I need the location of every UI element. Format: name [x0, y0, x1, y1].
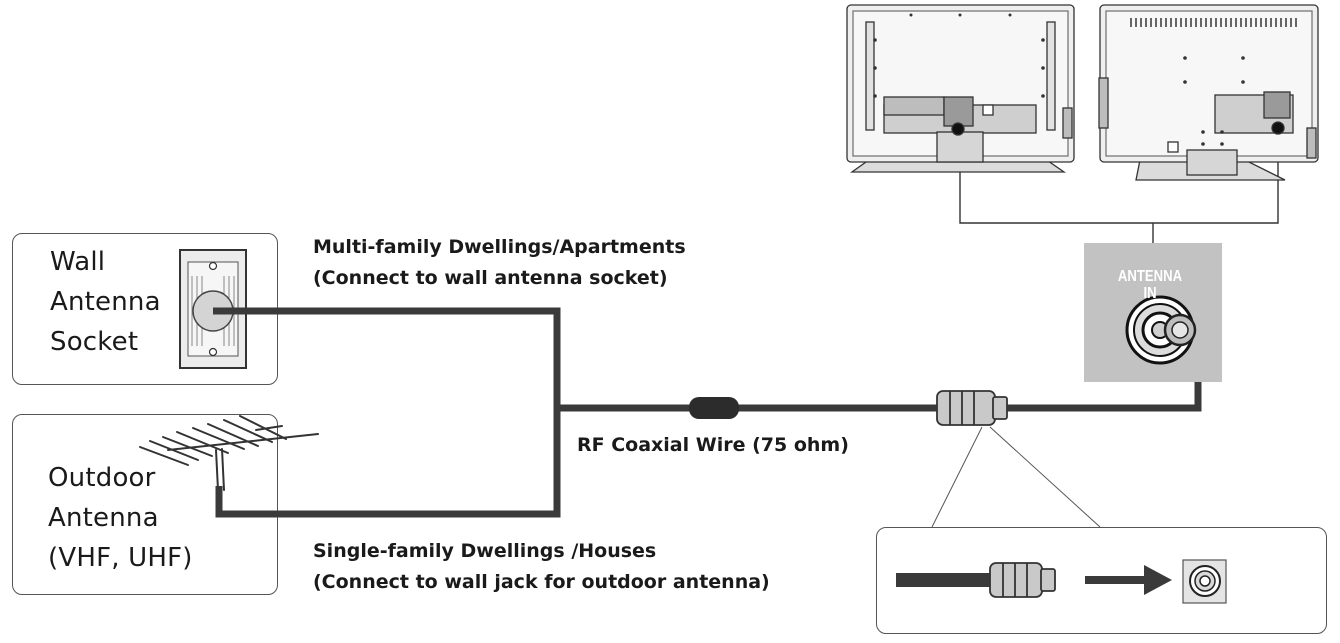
jack-plug-icon — [1163, 313, 1197, 347]
antenna-in-label: ANTENNA IN — [1109, 268, 1191, 302]
cable-caption-text: RF Coaxial Wire (75 ohm) — [577, 434, 849, 456]
apartments-caption-line2: (Connect to wall antenna socket) — [313, 267, 668, 289]
antenna-in-label-line2: IN — [1143, 285, 1157, 302]
apartments-caption-line1: Multi-family Dwellings/Apartments — [313, 236, 686, 258]
zoom-callout-lines — [931, 426, 1101, 528]
wall-label-line: Socket — [50, 327, 139, 357]
tv-left-icon — [846, 4, 1075, 173]
cable-caption: RF Coaxial Wire (75 ohm) — [577, 430, 849, 461]
coax-plug-icon — [936, 390, 1008, 426]
outdoor-label-line: Antenna — [48, 503, 159, 533]
houses-caption: Single-family Dwellings /Houses (Connect… — [313, 536, 770, 598]
outdoor-antenna-label: Outdoor Antenna (VHF, UHF) — [48, 458, 193, 578]
wall-antenna-label: Wall Antenna Socket — [50, 242, 161, 362]
outdoor-label-line: (VHF, UHF) — [48, 543, 193, 573]
inset-cable-plug-icon — [896, 562, 1056, 598]
wall-label-line: Wall — [50, 247, 106, 277]
houses-caption-line2: (Connect to wall jack for outdoor antenn… — [313, 571, 770, 593]
houses-caption-line1: Single-family Dwellings /Houses — [313, 540, 657, 562]
outdoor-label-line: Outdoor — [48, 463, 156, 493]
inset-arrow-icon — [1085, 565, 1172, 595]
antenna-in-label-line1: ANTENNA — [1117, 268, 1183, 285]
wall-label-line: Antenna — [50, 287, 161, 317]
apartments-caption: Multi-family Dwellings/Apartments (Conne… — [313, 232, 686, 294]
outdoor-antenna-icon — [139, 415, 319, 491]
inset-jack-icon — [1182, 559, 1227, 604]
cable-ferrite-bead — [689, 397, 739, 419]
tv-right-icon — [1098, 4, 1319, 181]
